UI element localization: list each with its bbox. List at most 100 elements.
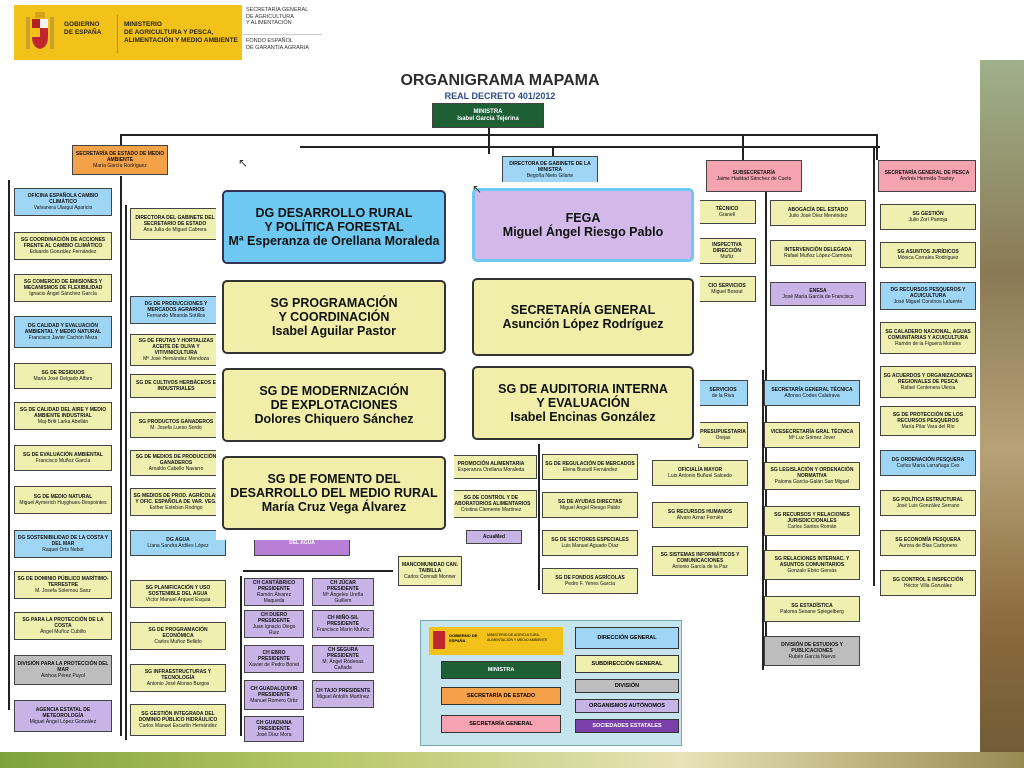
legend-subdireccion-general: SUBDIRECCIÓN GENERAL xyxy=(575,655,679,673)
fega-box: FEGA Miguel Ángel Riesgo Pablo xyxy=(472,188,694,262)
background-landscape xyxy=(980,60,1024,768)
sg-dominio-publico: SG DE DOMINIO PÚBLICO MARÍTIMO-TERRESTRE… xyxy=(14,571,112,599)
connector-line xyxy=(873,146,875,586)
agency-divider xyxy=(242,34,322,35)
page-title: ORGANIGRAMA MAPAMA xyxy=(400,72,600,89)
legend-division: DIVISIÓN xyxy=(575,679,679,693)
sg-planificacion-agua: SG PLANIFICACIÓN Y USO SOSTENIBLE DEL AG… xyxy=(130,580,226,608)
connector-line xyxy=(120,176,122,736)
sg-proteccion-recursos: SG DE PROTECCIÓN DE LOS RECURSOS PESQUER… xyxy=(880,406,976,436)
government-logo-block: GOBIERNO DE ESPAÑA MINISTERIO DE AGRICUL… xyxy=(14,5,242,60)
connector-line xyxy=(300,146,880,148)
sg-gestion-dominio-hidraulico: SG GESTIÓN INTEGRADA DEL DOMINIO PÚBLICO… xyxy=(130,704,226,736)
sg-acuerdos-organizaciones: SG ACUERDOS Y ORGANIZACIONES REGIONALES … xyxy=(880,366,976,398)
sg-modernizacion-explotaciones-box: SG DE MODERNIZACIÓN DE EXPLOTACIONES Dol… xyxy=(222,368,446,442)
sec-general-label: SECRETARÍA GENERAL DE AGRICULTURA Y ALIM… xyxy=(246,7,309,26)
connector-line xyxy=(762,370,764,670)
sg-caladero-nacional: SG CALADERO NACIONAL, AGUAS COMUNITARIAS… xyxy=(880,322,976,354)
logo-divider xyxy=(117,15,118,53)
sg-frutas-hortalizas: SG DE FRUTAS Y HORTALIZAS ACEITE DE OLIV… xyxy=(130,334,222,366)
legend-logo-gov: GOBIERNO DE ESPAÑA xyxy=(449,633,478,643)
secretaria-general-box: SECRETARÍA GENERAL Asunción López Rodríg… xyxy=(472,278,694,356)
sg-auditoria-interna-box: SG DE AUDITORIA INTERNA Y EVALUACIÓN Isa… xyxy=(472,366,694,440)
connector-line xyxy=(125,205,127,740)
sg-coordinacion-cambio-climatico: SG COORDINACIÓN DE ACCIONES FRENTE AL CA… xyxy=(14,232,112,260)
legend-organismos-autonomos: ORGANISMOS AUTÓNOMOS xyxy=(575,699,679,713)
sg-calidad-aire: SG DE CALIDAD DEL AIRE Y MEDIO AMBIENTE … xyxy=(14,402,112,430)
dg-desarrollo-rural-box: DG DESARROLLO RURAL Y POLÍTICA FORESTAL … xyxy=(222,190,446,264)
legend-logo: GOBIERNO DE ESPAÑA MINISTERIO DE AGRICUL… xyxy=(429,627,563,655)
bottom-decorative-strip xyxy=(0,752,1024,768)
legend-secretaria-general: SECRETARÍA GENERAL xyxy=(441,715,561,733)
connector-line xyxy=(552,146,554,156)
connector-line xyxy=(765,190,767,650)
connector-line xyxy=(120,134,122,146)
legend-coat-of-arms-icon xyxy=(433,631,445,649)
dg-calidad-evaluacion: DG CALIDAD Y EVALUACIÓN AMBIENTAL Y MEDI… xyxy=(14,316,112,348)
sg-medios-agricolas: SG MEDIOS DE PROD. AGRÍCOLAS Y OFIC. ESP… xyxy=(130,488,222,516)
connector-line xyxy=(240,576,242,736)
directora-gabinete-secretario: DIRECTORA DEL GABINETE DEL SECRETARIO DE… xyxy=(130,208,220,240)
sg-programacion-coordinacion-box: SG PROGRAMACIÓN Y COORDINACIÓN Isabel Ag… xyxy=(222,280,446,354)
sg-comercio-emisiones: SG COMERCIO DE EMISIONES Y MECANISMOS DE… xyxy=(14,274,112,302)
legend-logo-min: MINISTERIO DE AGRICULTURA, ALIMENTACIÓN … xyxy=(487,633,548,642)
connector-line xyxy=(488,128,490,154)
header-bar: GOBIERNO DE ESPAÑA MINISTERIO DE AGRICUL… xyxy=(0,0,1024,62)
connector-line xyxy=(243,570,393,572)
mouse-pointer-icon: ↖ xyxy=(472,182,483,196)
government-label: GOBIERNO DE ESPAÑA xyxy=(64,21,102,36)
legend-ministra: MINISTRA xyxy=(441,661,561,679)
connector-line xyxy=(538,440,540,590)
agency-label-block: SECRETARÍA GENERAL DE AGRICULTURA Y ALIM… xyxy=(242,5,322,60)
acuamed: AcuaMed xyxy=(466,530,522,544)
ministry-label: MINISTERIO DE AGRICULTURA Y PESCA, ALIME… xyxy=(124,21,238,44)
connector-line xyxy=(8,180,10,710)
legend-panel: GOBIERNO DE ESPAÑA MINISTERIO DE AGRICUL… xyxy=(420,620,682,746)
fondo-label: FONDO ESPAÑOL DE GARANTÍA AGRARIA xyxy=(246,38,309,51)
